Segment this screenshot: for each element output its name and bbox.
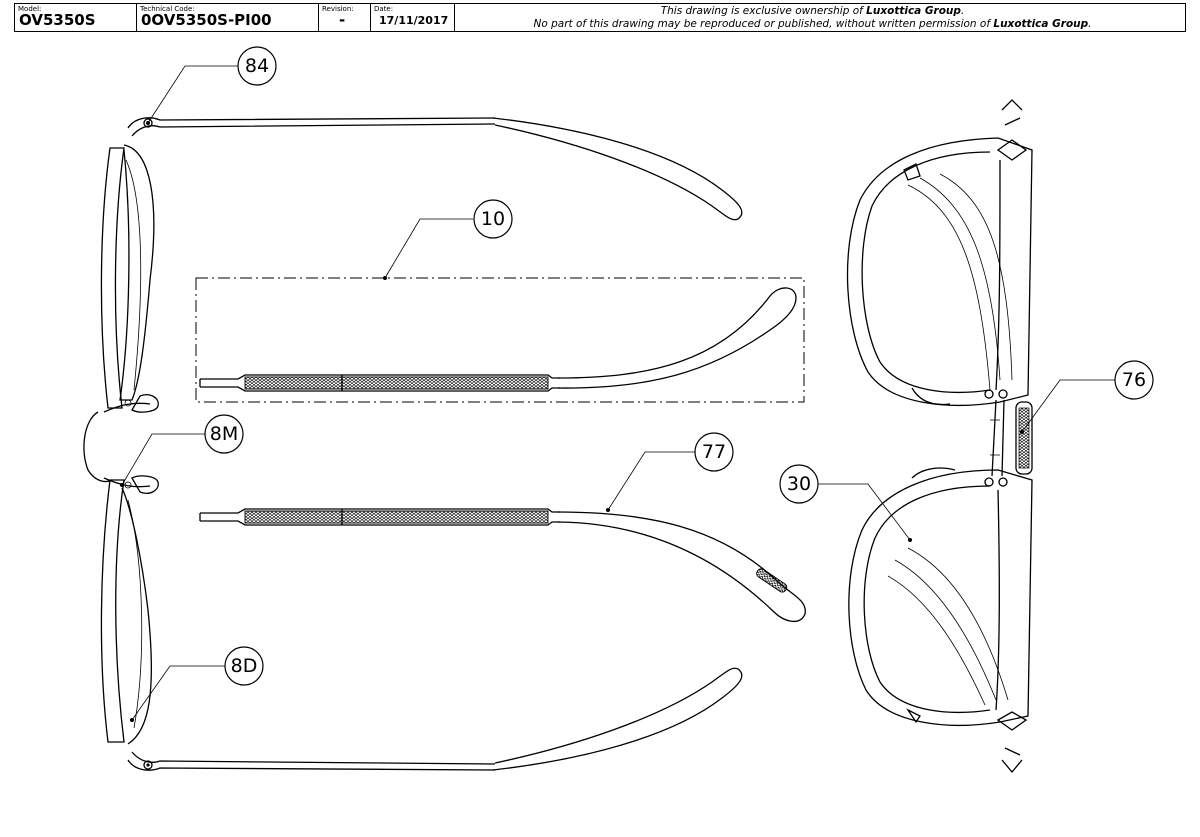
notice-line-1-period: . bbox=[960, 5, 965, 17]
model-caption: Model: bbox=[18, 5, 42, 13]
callout-8D: 8D bbox=[224, 646, 264, 686]
notice-line-1-owner: Luxottica Group bbox=[866, 5, 961, 17]
callout-8M: 8M bbox=[204, 414, 244, 454]
top-view-lower-temple bbox=[127, 667, 743, 771]
leader-lines bbox=[120, 65, 1115, 722]
front-view-bridge bbox=[990, 399, 1033, 477]
callout-10-label: 10 bbox=[481, 208, 505, 230]
notice-line-2: No part of this drawing may be reproduce… bbox=[440, 18, 1185, 31]
notice-line-1-text: This drawing is exclusive ownership of bbox=[660, 5, 863, 17]
technical-code-value: 0OV5350S-PI00 bbox=[141, 11, 272, 29]
callout-8M-label: 8M bbox=[210, 423, 238, 445]
model-value: OV5350S bbox=[19, 11, 96, 29]
date-caption: Date: bbox=[374, 5, 394, 13]
notice-line-1: This drawing is exclusive ownership of L… bbox=[440, 5, 1185, 18]
top-view-upper-temple bbox=[127, 117, 743, 221]
top-view-front bbox=[83, 144, 159, 745]
callout-30-label: 30 bbox=[787, 473, 811, 495]
notice-line-2-period: . bbox=[1088, 18, 1092, 30]
revision-value: - bbox=[339, 11, 346, 29]
temple-77 bbox=[199, 508, 806, 622]
callout-77-label: 77 bbox=[702, 441, 726, 463]
callout-30: 30 bbox=[779, 464, 819, 504]
ownership-notice: This drawing is exclusive ownership of L… bbox=[440, 4, 1185, 31]
technical-code-cell: Technical Code: 0OV5350S-PI00 bbox=[137, 4, 319, 31]
callout-76-label: 76 bbox=[1122, 369, 1146, 391]
date-cell: Date: 17/11/2017 bbox=[371, 4, 455, 31]
model-cell: Model: OV5350S bbox=[15, 4, 137, 31]
callout-84-label: 84 bbox=[245, 55, 269, 77]
front-view-upper-lens bbox=[846, 99, 1033, 406]
notice-line-2-text: No part of this drawing may be reproduce… bbox=[533, 18, 991, 30]
callout-84: 84 bbox=[237, 46, 277, 86]
callout-8D-label: 8D bbox=[231, 655, 258, 677]
revision-cell: Revision: - bbox=[319, 4, 371, 31]
revision-caption: Revision: bbox=[322, 5, 354, 13]
callout-77: 77 bbox=[694, 432, 734, 472]
front-view-lower-lens bbox=[848, 467, 1033, 774]
detail-temple-10 bbox=[199, 287, 797, 392]
callout-10: 10 bbox=[473, 199, 513, 239]
date-value: 17/11/2017 bbox=[379, 14, 449, 27]
title-block: Model: OV5350S Technical Code: 0OV5350S-… bbox=[14, 3, 1186, 32]
technical-code-caption: Technical Code: bbox=[140, 5, 195, 13]
detail-box-10 bbox=[195, 277, 805, 403]
callout-76: 76 bbox=[1114, 360, 1154, 400]
notice-line-2-owner: Luxottica Group bbox=[993, 18, 1089, 30]
